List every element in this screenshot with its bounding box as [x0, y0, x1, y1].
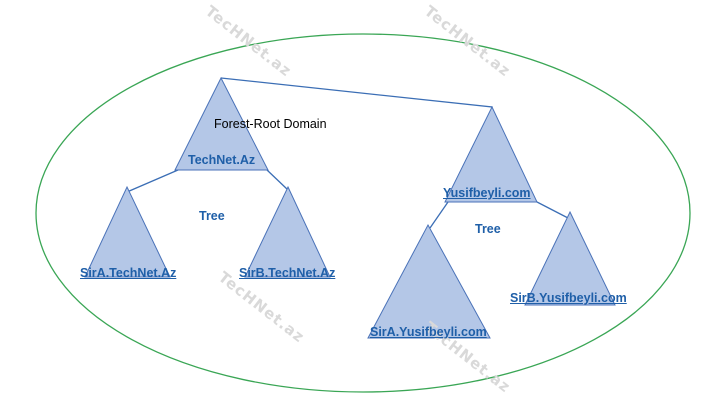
domain-triangle-technet [174, 76, 269, 171]
domain-label-sirb-yusifbeyli[interactable]: SirB.Yusifbeyli.com [510, 291, 627, 305]
link-root-a-to-child-a1 [126, 169, 179, 193]
domain-label-sira-technet[interactable]: SirA.TechNet.Az [80, 266, 177, 280]
tree-label-right: Tree [475, 222, 501, 236]
trust-link-between-trees [220, 77, 493, 112]
domain-triangle-sirb-yusifbeyli [524, 210, 616, 306]
domain-label-technet: TechNet.Az [188, 153, 256, 167]
domain-triangle-sirb-technet [244, 185, 331, 278]
link-root-b-to-child-b1 [429, 201, 449, 229]
link-root-a-to-child-a2 [266, 169, 289, 191]
forest-boundary [35, 33, 691, 393]
forest-root-caption: Forest-Root Domain [214, 117, 327, 131]
tree-label-left: Tree [199, 209, 225, 223]
link-root-b-to-child-b2 [536, 201, 569, 219]
domain-shapes [84, 76, 616, 339]
domain-triangle-sira-yusifbeyli [367, 223, 491, 339]
domain-triangle-sira-technet [84, 185, 171, 278]
domain-triangle-yusifbeyli [444, 105, 538, 203]
domain-label-yusifbeyli[interactable]: Yusifbeyli.com [443, 186, 531, 200]
domain-label-sira-yusifbeyli[interactable]: SirA.Yusifbeyli.com [370, 325, 487, 339]
domain-label-sirb-technet[interactable]: SirB.TechNet.Az [239, 266, 336, 280]
